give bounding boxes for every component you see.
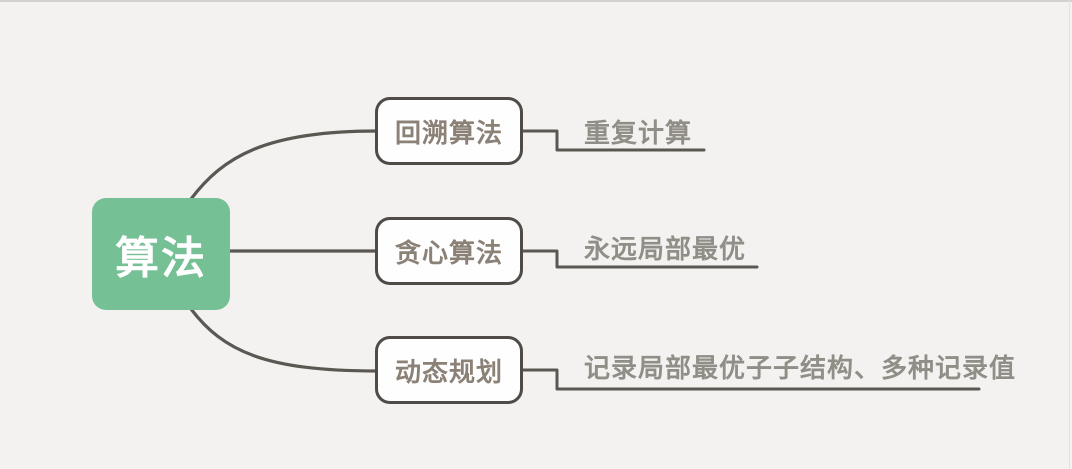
edge-backtracking-to-note [521,129,706,152]
root-node-label: 算法 [115,234,207,283]
branch-node-label: 回溯算法 [394,117,503,148]
branch-node-label: 动态规划 [394,356,503,387]
branch-node-backtracking[interactable]: 回溯算法 [375,97,523,165]
edge-dp-to-note [521,368,981,391]
edge-root-to-backtracking [189,129,379,201]
leaf-note-dynamic-programming[interactable]: 记录局部最优子子结构、多种记录值 [584,353,1016,383]
leaf-note-backtracking[interactable]: 重复计算 [584,118,692,148]
leaf-note-greedy[interactable]: 永远局部最优 [584,234,746,264]
top-edge-divider [0,0,1072,2]
branch-node-dynamic-programming[interactable]: 动态规划 [375,336,523,404]
leaf-note-label: 永远局部最优 [584,234,747,264]
edge-root-to-dp [189,307,379,373]
edge-greedy-to-note [521,249,759,269]
leaf-note-label: 重复计算 [584,118,693,148]
branch-node-greedy[interactable]: 贪心算法 [375,217,523,285]
root-node-algorithm[interactable]: 算法 [92,198,230,310]
leaf-note-label: 记录局部最优子子结构、多种记录值 [584,353,1017,383]
right-edge-divider [1069,0,1070,469]
branch-node-label: 贪心算法 [394,237,503,268]
